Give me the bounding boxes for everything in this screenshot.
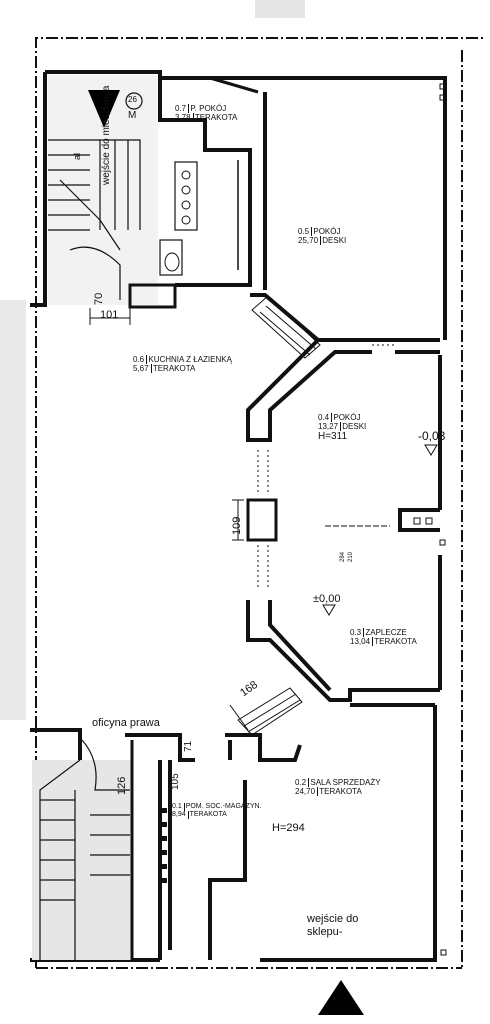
room-name: POKÓJ xyxy=(331,413,361,423)
dim-101: 101 xyxy=(100,309,119,321)
stair-mark: al xyxy=(72,152,82,160)
dim-210: 210 xyxy=(348,551,354,562)
room-finish: TERAKOTA xyxy=(150,364,196,374)
storage-shelves xyxy=(162,808,167,883)
room-id: 0.7 xyxy=(175,104,187,113)
dim-109: 109 xyxy=(231,516,243,535)
room-name: POKÓJ xyxy=(311,227,341,237)
room-name: KUCHNIA Z ŁAZIENKĄ xyxy=(146,355,232,365)
room-id: 0.4 xyxy=(318,413,330,422)
marker-circle xyxy=(125,92,143,110)
room-id: 0.3 xyxy=(350,628,362,637)
street-arrow-icon xyxy=(318,980,364,1015)
dim-126: 126 xyxy=(116,776,128,795)
room-0-1: 0.1 POM. SOC.-MAGAZYN. 8,94 TERAKOTA xyxy=(172,803,262,820)
shop-entrance-line-2: sklepu- xyxy=(307,925,343,938)
shop-entrance-line-1: wejście do xyxy=(307,913,359,925)
dim-105: 105 xyxy=(170,773,181,790)
marker-m: M xyxy=(128,110,137,121)
shop-entrance-label: wejście do sklepu- xyxy=(307,913,358,938)
room-area: 25,70 xyxy=(298,236,319,246)
level-label-2: ±0,00 xyxy=(313,593,341,605)
height-label: H=311 xyxy=(318,431,348,443)
room-id: 0.5 xyxy=(298,227,310,236)
height-label-2: H=294 xyxy=(272,822,305,834)
room-finish: TERAKOTA xyxy=(187,811,227,820)
dimension-lines xyxy=(89,308,249,731)
property-boundary xyxy=(35,37,484,969)
room-area: 24,70 xyxy=(295,787,316,797)
scan-shade-left xyxy=(0,300,26,720)
room-id: 0.1 xyxy=(172,803,182,810)
room-name: POM. SOC.-MAGAZYN. xyxy=(183,803,262,812)
kitchen-block xyxy=(158,76,259,287)
room-finish: TERAKOTA xyxy=(317,787,362,797)
entrance-apartment-label: wejście do mieszkania xyxy=(101,85,112,186)
room-0-3: 0.3 ZAPLECZE 13,04 TERAKOTA xyxy=(350,628,417,647)
room-id: 0.2 xyxy=(295,778,307,787)
marker-number: 26 xyxy=(128,95,137,104)
room-name: SALA SPRZEDAŻY xyxy=(308,778,381,788)
dim-71: 71 xyxy=(183,740,194,752)
room-0-4: 0.4 POKÓJ 13,27 DESKI H=311 xyxy=(318,413,366,443)
passage-hatch xyxy=(237,295,321,736)
room-0-2: 0.2 SALA SPRZEDAŻY 24,70 TERAKOTA xyxy=(295,778,381,797)
room-area: 13,27 xyxy=(318,422,339,432)
room-area: 8,94 xyxy=(172,811,186,819)
scan-shade-top xyxy=(255,0,305,18)
room-name: P. POKÓJ xyxy=(188,104,227,114)
level-marker-icon-2 xyxy=(322,604,336,616)
room-finish: DESKI xyxy=(340,422,367,432)
room-name: ZAPLECZE xyxy=(363,628,407,638)
dim-70: 70 xyxy=(93,292,105,305)
room-finish: DESKI xyxy=(320,236,347,246)
room-0-6: 0.6 KUCHNIA Z ŁAZIENKĄ 5,67 TERAKOTA xyxy=(133,355,232,374)
dim-284: 284 xyxy=(340,551,346,562)
vent-icons xyxy=(413,83,447,956)
level-label: -0,03 xyxy=(418,429,446,443)
room-0-7: 0.7 P. POKÓJ 3,78 TERAKOTA xyxy=(175,104,238,123)
marker-label: M xyxy=(128,110,136,122)
level-marker-icon xyxy=(424,444,438,456)
room-area: 3,78 xyxy=(175,113,191,123)
room-finish: TERAKOTA xyxy=(192,113,238,123)
dotted-lines xyxy=(257,344,395,590)
room-area: 13,04 xyxy=(350,637,371,647)
entrance-arrow-icon xyxy=(88,90,120,128)
oficyna-label: oficyna prawa xyxy=(92,717,160,729)
room-id: 0.6 xyxy=(133,355,145,364)
room-0-5: 0.5 POKÓJ 25,70 DESKI xyxy=(298,227,347,246)
room-finish: TERAKOTA xyxy=(372,637,417,647)
staircase-bottom xyxy=(32,739,134,960)
room-area: 5,67 xyxy=(133,364,149,374)
interior-walls xyxy=(125,92,440,960)
